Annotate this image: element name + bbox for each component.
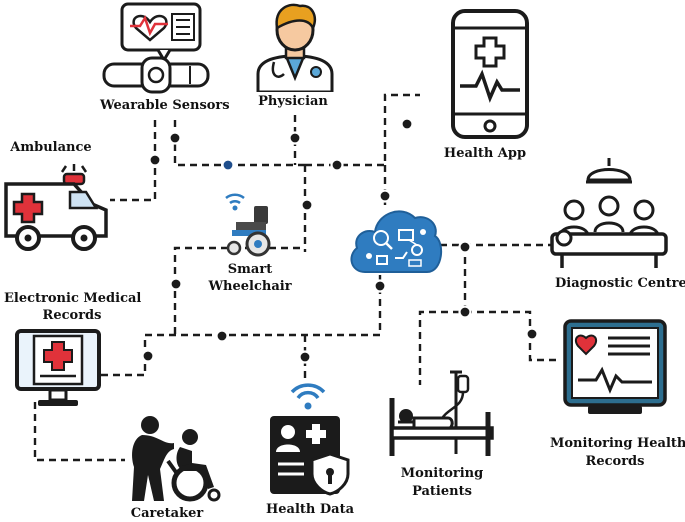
emr-label-line1: Electronic Medical: [4, 291, 142, 306]
health-app-node: [450, 8, 530, 140]
wearable-sensors-label: Wearable Sensors: [100, 98, 230, 113]
health-data-node: [266, 380, 352, 498]
monitoring-patients-label-line2: Patients: [412, 484, 472, 499]
ambulance-label: Ambulance: [10, 140, 92, 155]
smart-wheelchair-node: [218, 186, 278, 258]
health-data-label: Health Data: [265, 502, 355, 517]
electronic-medical-records-node: [14, 328, 102, 408]
caretaker-label: Caretaker: [130, 506, 204, 521]
cloud-node: [347, 200, 445, 278]
physician-node: [250, 0, 340, 94]
wearable-sensor-icon: [102, 2, 210, 94]
smart-wheelchair-label-line1: Smart: [227, 262, 273, 277]
connector-dots: [141, 117, 539, 364]
caretaker-icon: [132, 416, 221, 502]
monitoring-health-records-label-line2: Records: [585, 454, 645, 469]
monitoring-health-records-node: [562, 318, 668, 418]
diagnostic-centre-node: [548, 156, 670, 272]
wearable-sensors-node: [100, 0, 220, 95]
ambulance-node: [2, 160, 110, 252]
monitoring-health-records-label-line1: Monitoring Health: [550, 436, 685, 451]
medical-records-monitor-icon: [15, 329, 101, 406]
cloud-network-icon: [350, 210, 443, 273]
diagnostic-centre-label: Diagnostic Centre: [555, 276, 685, 291]
health-app-label: Health App: [443, 146, 527, 161]
health-data-icon: [270, 383, 350, 496]
monitoring-patients-label-line1: Monitoring: [400, 466, 484, 481]
smart-wheelchair-label-line2: Wheelchair: [208, 279, 292, 294]
health-app-icon: [451, 9, 529, 139]
smart-wheelchair-icon: [225, 193, 271, 257]
hospital-bed-icon: [389, 370, 494, 456]
monitoring-patients-node: [388, 368, 498, 458]
physician-label: Physician: [258, 94, 328, 109]
health-monitor-icon: [563, 319, 667, 414]
emr-label-line2: Records: [42, 308, 102, 323]
physician-icon: [256, 3, 334, 94]
caretaker-node: [124, 415, 224, 503]
diagnostic-centre-icon: [550, 158, 668, 268]
ambulance-icon: [4, 164, 108, 251]
